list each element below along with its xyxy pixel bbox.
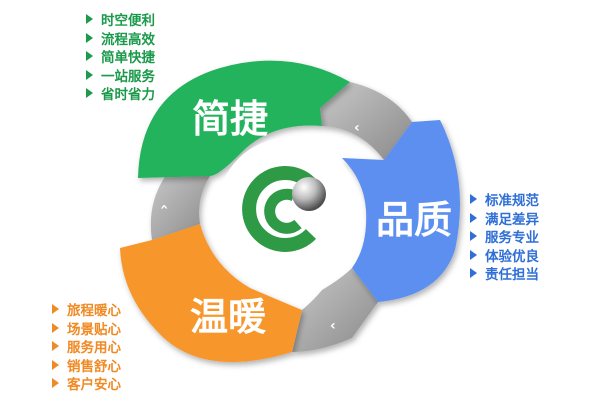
list-item: 标准规范 [470,190,539,209]
connector-blue-orange [292,268,378,352]
list-green: 时空便利 流程高效 简单快捷 一站服务 省时省力 [86,10,155,103]
connector-chevron-icon: ‹ [330,318,336,334]
arrow-right-icon [86,69,93,80]
arrow-right-icon [52,304,59,315]
list-item: 简单快捷 [86,47,155,66]
segment-blue [342,120,460,302]
arrow-right-icon [52,378,59,389]
list-item: 服务专业 [470,227,539,246]
list-item: 责任担当 [470,264,539,283]
arrow-right-icon [86,14,93,25]
segment-label-green: 简捷 [192,97,268,141]
list-blue: 标准规范 满足差异 服务专业 体验优良 责任担当 [470,190,539,283]
arrow-right-icon [52,341,59,352]
list-item: 满足差异 [470,209,539,228]
list-item: 客户安心 [52,374,121,393]
connector-chevron-icon: ‹ [354,120,360,136]
list-item: 一站服务 [86,66,155,85]
segment-green [138,60,350,179]
list-item: 时空便利 [86,10,155,29]
list-item: 体验优良 [470,246,539,265]
arrow-right-icon [86,51,93,62]
arrow-right-icon [86,88,93,99]
arrow-right-icon [470,231,477,242]
list-item: 场景贴心 [52,319,121,338]
connector-orange-green [150,170,210,240]
list-orange: 旅程暖心 场景贴心 服务用心 销售舒心 客户安心 [52,300,121,393]
arrow-right-icon [470,268,477,279]
arrow-right-icon [470,249,477,260]
segment-orange [120,224,302,363]
arrow-right-icon [86,32,93,43]
arrow-right-icon [470,212,477,223]
list-item: 流程高效 [86,29,155,48]
connector-green-blue [320,82,412,160]
list-item: 省时省力 [86,84,155,103]
connector-chevron-icon: ‹ [156,204,172,210]
arrow-right-icon [52,359,59,370]
arrow-right-icon [52,322,59,333]
logo-ball-icon [292,177,326,211]
list-item: 销售舒心 [52,356,121,375]
segment-label-blue: 品质 [376,198,452,242]
list-item: 旅程暖心 [52,300,121,319]
arrow-right-icon [470,194,477,205]
company-logo [242,166,326,252]
center-disc [218,138,358,278]
list-item: 服务用心 [52,337,121,356]
segment-label-orange: 温暖 [190,295,267,339]
